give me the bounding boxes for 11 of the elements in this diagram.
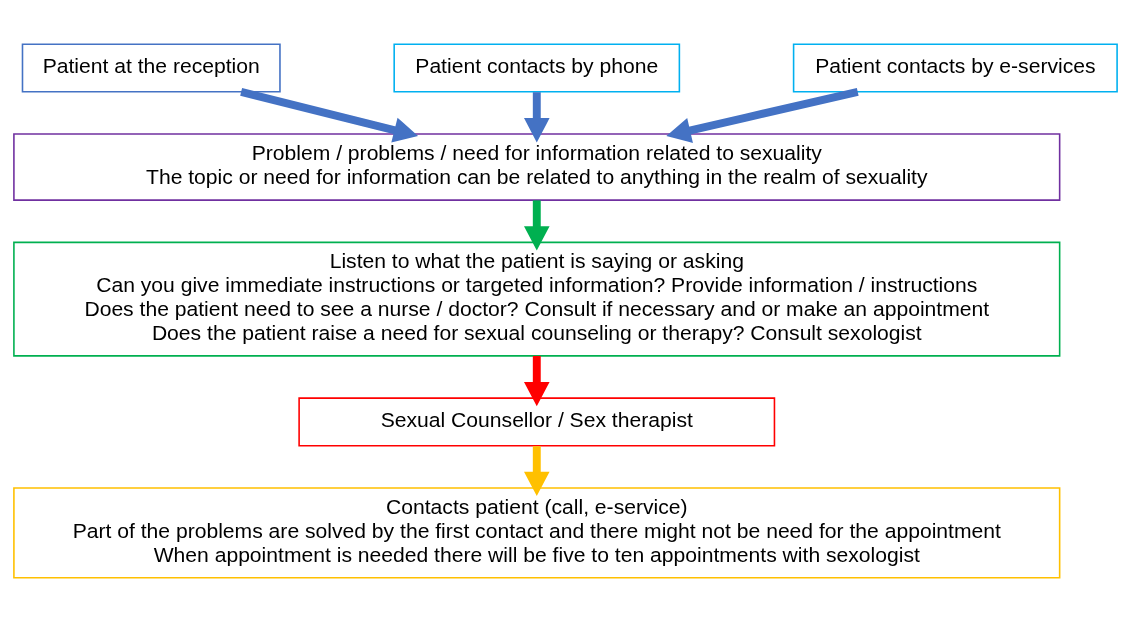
node-box: Sexual Counsellor / Sex therapist — [298, 396, 776, 446]
node-box: Patient contacts by e-services — [792, 43, 1118, 93]
node-box: Contacts patient (call, e-service) Part of the problems are solved by the first contact and there might not be need for the appointment When appointment is needed there will be five to ten appointments with sexologist — [13, 486, 1061, 578]
arrow — [240, 87, 419, 143]
arrow — [524, 445, 550, 496]
node-box: Problem / problems / need for information related to sexuality The topic or need for information can be related to anything in the realm of sexuality — [13, 132, 1061, 201]
arrow — [524, 199, 550, 251]
arrow — [666, 87, 859, 143]
node-box: Patient contacts by phone — [393, 43, 681, 93]
node-box: Listen to what the patient is saying or asking Can you give immediate instructions or targeted information? Provide information / instructions Does the patient need to see a nurse / doctor? Consult if necessary and or make an appointment Does the patient raise a need for sexual counseling or therapy? Consult sexologist — [13, 241, 1061, 357]
node-box: Patient at the reception — [21, 43, 281, 93]
